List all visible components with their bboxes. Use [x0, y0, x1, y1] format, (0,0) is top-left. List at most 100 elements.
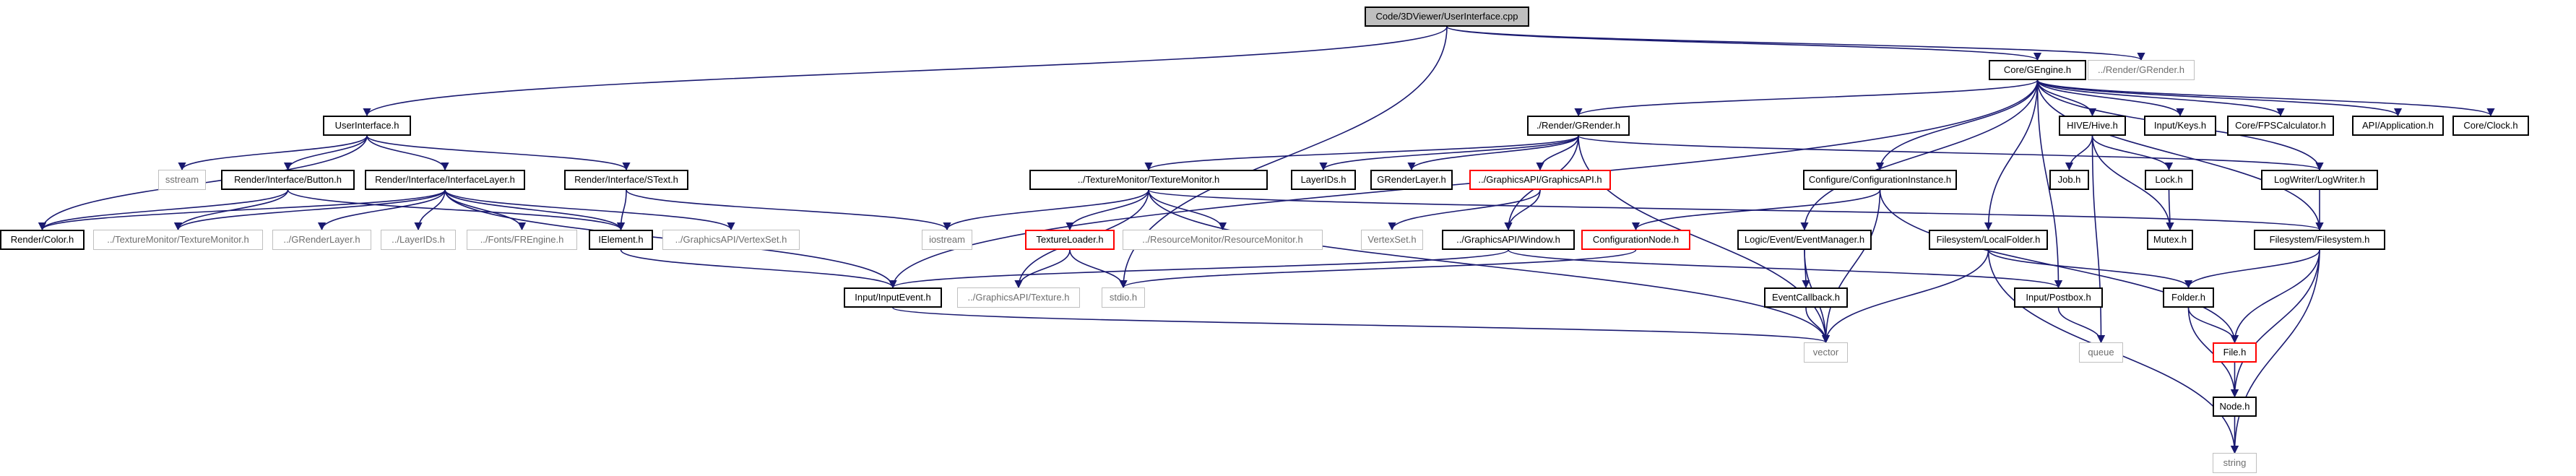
edge-confinst-to-confnode [1632, 189, 1881, 231]
include-node-ielement[interactable]: IElement.h [589, 230, 653, 250]
include-node-input-keys[interactable]: Input/Keys.h [2144, 116, 2216, 136]
edge-core_engine-to-fps [2036, 79, 2285, 117]
include-node-graphicsapi[interactable]: ../GraphicsAPI/GraphicsAPI.h [1469, 170, 1611, 190]
edge-ui_h-to-iface_layer [366, 135, 449, 171]
edge-window-to-input_event [889, 249, 1509, 289]
include-node-core-fpscalculator[interactable]: Core/FPSCalculator.h [2227, 116, 2334, 136]
edge-root-to-ui_h [363, 26, 1448, 117]
edge-confinst-to-vector [1821, 189, 1881, 344]
edge-filesystem-to-node [2230, 249, 2320, 398]
edge-iface_layer-to-grenderlayer_ext [317, 189, 446, 231]
edge-core_engine-to-eventmgr [1800, 79, 2039, 231]
include-node-render-grender[interactable]: ./Render/GRender.h [1527, 116, 1630, 136]
edge-core_engine-to-filesystem [2036, 79, 2324, 231]
include-node-texture[interactable]: ../GraphicsAPI/Texture.h [957, 287, 1080, 308]
include-node-userinterface-h[interactable]: UserInterface.h [323, 116, 411, 136]
include-node-job[interactable]: Job.h [2049, 170, 2089, 190]
include-node-queue[interactable]: queue [2079, 342, 2123, 363]
include-node-core-clock[interactable]: Core/Clock.h [2452, 116, 2529, 136]
root-file-node[interactable]: Code/3DViewer/UserInterface.cpp [1365, 7, 1529, 27]
include-node-vertexset[interactable]: VertexSet.h [1361, 230, 1423, 250]
edge-stext-to-ielement [616, 189, 627, 231]
include-node-filesystem[interactable]: Filesystem/Filesystem.h [2254, 230, 2385, 250]
include-node-interfacelayer[interactable]: Render/Interface/InterfaceLayer.h [365, 170, 525, 190]
edge-grender-to-graphicsapi [1536, 135, 1579, 171]
include-node-grenderlayer-external[interactable]: ../GRenderLayer.h [272, 230, 371, 250]
include-node-render-color[interactable]: Render/Color.h [0, 230, 85, 250]
include-node-stdio[interactable]: stdio.h [1102, 287, 1145, 308]
edge-filesystem-to-folder [2184, 249, 2320, 289]
include-node-window[interactable]: ../GraphicsAPI/Window.h [1442, 230, 1575, 250]
edge-input_event-to-vector [892, 307, 1830, 344]
include-node-resourcemonitor[interactable]: ../ResourceMonitor/ResourceMonitor.h [1123, 230, 1323, 250]
include-node-textureloader[interactable]: TextureLoader.h [1025, 230, 1115, 250]
include-node-api-application[interactable]: API/Application.h [2352, 116, 2444, 136]
edge-root-to-core_engine [1446, 26, 2041, 61]
edge-grender-to-grenderlayer [1407, 135, 1579, 171]
include-node-configurationnode[interactable]: ConfigurationNode.h [1581, 230, 1690, 250]
include-node-input-postbox[interactable]: Input/Postbox.h [2014, 287, 2103, 308]
include-node-stext[interactable]: Render/Interface/SText.h [564, 170, 688, 190]
include-node-logwriter[interactable]: LogWriter/LogWriter.h [2261, 170, 2378, 190]
edge-core_engine-to-clock [2036, 79, 2495, 117]
edge-core_engine-to-localfolder [1984, 79, 2039, 231]
edge-button-to-ielement [287, 189, 625, 231]
edge-iface_layer-to-vertexset_ext [444, 189, 735, 231]
include-node-sstream[interactable]: sstream [158, 170, 206, 190]
edge-filesystem-to-file [2230, 249, 2320, 344]
include-node-string[interactable]: string [2213, 453, 2257, 473]
edge-lock-to-mutex [2166, 189, 2174, 231]
edge-localfolder-to-vector [1821, 249, 1989, 344]
include-node-input-inputevent[interactable]: Input/InputEvent.h [844, 287, 942, 308]
include-node-file[interactable]: File.h [2213, 342, 2257, 363]
edge-hive-to-job [2065, 135, 2093, 171]
edge-localfolder-to-folder [1987, 249, 2192, 289]
include-node-iostream[interactable]: iostream [922, 230, 972, 250]
edge-confnode-to-stdio [1119, 249, 1637, 289]
include-node-frengine[interactable]: ../Fonts/FREngine.h [467, 230, 577, 250]
edge-grender-to-layerids [1319, 135, 1579, 171]
edge-tm-to-filesystem [1148, 189, 2323, 231]
include-node-configurationinstance[interactable]: Configure/ConfigurationInstance.h [1803, 170, 1957, 190]
edge-textureloader-to-stdio [1069, 249, 1128, 289]
edge-button-to-color [38, 189, 289, 231]
edge-core_engine-to-grender [1574, 79, 2039, 117]
edge-ielement-to-input_event [620, 249, 897, 289]
include-node-vector[interactable]: vector [1804, 342, 1848, 363]
include-node-folder[interactable]: Folder.h [2163, 287, 2214, 308]
edge-tm-to-vector [1148, 189, 1831, 344]
include-node-hive[interactable]: HIVE/Hive.h [2059, 116, 2126, 136]
edge-filesystem-to-string [2230, 249, 2320, 454]
include-node-vertexset-external[interactable]: ../GraphicsAPI/VertexSet.h [662, 230, 800, 250]
edge-tm-to-resmon [1148, 189, 1227, 231]
edge-tm-to-iostream [943, 189, 1149, 231]
include-node-layerids[interactable]: LayerIDs.h [1291, 170, 1356, 190]
include-node-button[interactable]: Render/Interface/Button.h [221, 170, 355, 190]
edge-stext-to-iostream [626, 189, 951, 231]
include-node-texturemonitor[interactable]: ../TextureMonitor/TextureMonitor.h [1029, 170, 1268, 190]
include-node-eventmanager[interactable]: Logic/Event/EventManager.h [1737, 230, 1872, 250]
edge-tm-to-textureloader [1066, 189, 1149, 231]
edge-hive-to-lock [2091, 135, 2174, 171]
edge-graphicsapi-to-vertexset [1388, 189, 1541, 231]
edge-hive-to-queue [2091, 135, 2106, 344]
include-node-layerids-external[interactable]: ../LayerIDs.h [381, 230, 456, 250]
include-node-eventcallback[interactable]: EventCallback.h [1764, 287, 1848, 308]
edge-hive-to-mutex [2091, 135, 2174, 231]
include-node-texturemonitor-external[interactable]: ../TextureMonitor/TextureMonitor.h [93, 230, 263, 250]
edge-textureloader-to-texture [1014, 249, 1071, 289]
include-node-lock[interactable]: Lock.h [2145, 170, 2193, 190]
edge-group [38, 26, 2495, 454]
edge-folder-to-file [2187, 307, 2239, 344]
include-node-node[interactable]: Node.h [2213, 397, 2257, 417]
include-node-localfolder[interactable]: Filesystem/LocalFolder.h [1929, 230, 2048, 250]
edge-core_engine-to-hive [2036, 79, 2097, 117]
edge-postbox-to-queue [2057, 307, 2106, 344]
edge-iface_layer-to-color [38, 189, 446, 231]
include-node-core-gengine[interactable]: Core/GEngine.h [1989, 60, 2086, 80]
include-node-mutex[interactable]: Mutex.h [2147, 230, 2193, 250]
edge-core_engine-to-postbox [2036, 79, 2063, 289]
include-node-render-grender-external[interactable]: ../Render/GRender.h [2088, 60, 2195, 80]
include-node-grenderlayer[interactable]: GRenderLayer.h [1370, 170, 1453, 190]
